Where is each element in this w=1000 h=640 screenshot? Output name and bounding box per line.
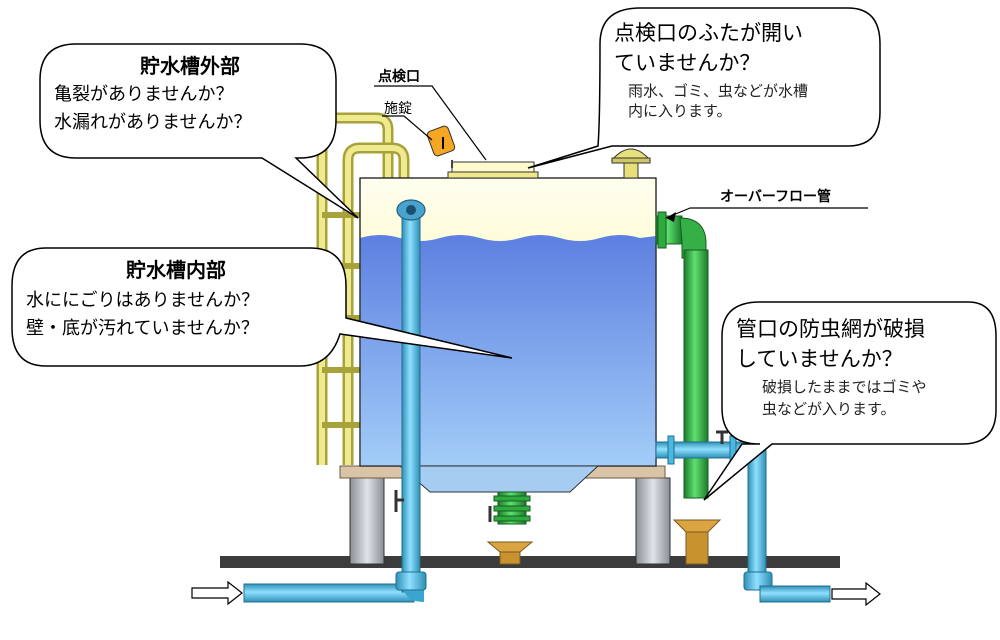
exterior-bubble bbox=[39, 43, 359, 219]
interior-line-1: 水ににごりはありませんか？ bbox=[26, 290, 260, 311]
lock-label: 施錠 bbox=[384, 101, 412, 117]
air-vent bbox=[610, 148, 652, 179]
inlet-pipe bbox=[243, 199, 427, 603]
inspection-port-label: 点検口 bbox=[378, 69, 420, 85]
lid-bubble bbox=[527, 7, 881, 169]
screen-line-2: していませんか？ bbox=[736, 347, 903, 371]
inflow-arrow bbox=[191, 580, 243, 606]
padlock-icon: ❙ bbox=[426, 125, 456, 168]
screen-note-2: 虫などが入ります。 bbox=[762, 400, 896, 418]
speech-bubbles bbox=[11, 7, 997, 501]
exterior-title: 貯水槽外部 bbox=[140, 54, 240, 78]
exterior-line-2: 水漏れがありませんか？ bbox=[54, 112, 252, 133]
exterior-line-1: 亀裂がありませんか？ bbox=[54, 84, 234, 105]
interior-line-2: 壁・底が汚れていませんか？ bbox=[26, 318, 259, 339]
overflow-pipe-label: オーバーフロー管 bbox=[720, 189, 832, 205]
outflow-arrow bbox=[831, 581, 881, 607]
lid-line-2: ていませんか？ bbox=[614, 51, 761, 75]
interior-title: 貯水槽内部 bbox=[126, 258, 226, 282]
interior-bubble bbox=[11, 247, 513, 367]
screen-line-1: 管口の防虫網が破損 bbox=[736, 317, 925, 341]
lid-note-2: 内に入ります。 bbox=[628, 102, 732, 120]
lid-note-1: 雨水、ゴミ、虫などが水槽 bbox=[628, 82, 809, 100]
drain-funnels bbox=[486, 519, 722, 565]
screen-bubble bbox=[703, 301, 997, 501]
svg-text:❙: ❙ bbox=[438, 135, 448, 149]
screen-note-1: 破損したままではゴミや bbox=[762, 378, 927, 396]
outlet-pipe bbox=[655, 430, 831, 603]
inspection-port-lid bbox=[447, 161, 539, 179]
drain-valve bbox=[488, 491, 531, 525]
lid-line-1: 点検口のふたが開い bbox=[614, 21, 803, 45]
stored-water bbox=[360, 235, 656, 466]
